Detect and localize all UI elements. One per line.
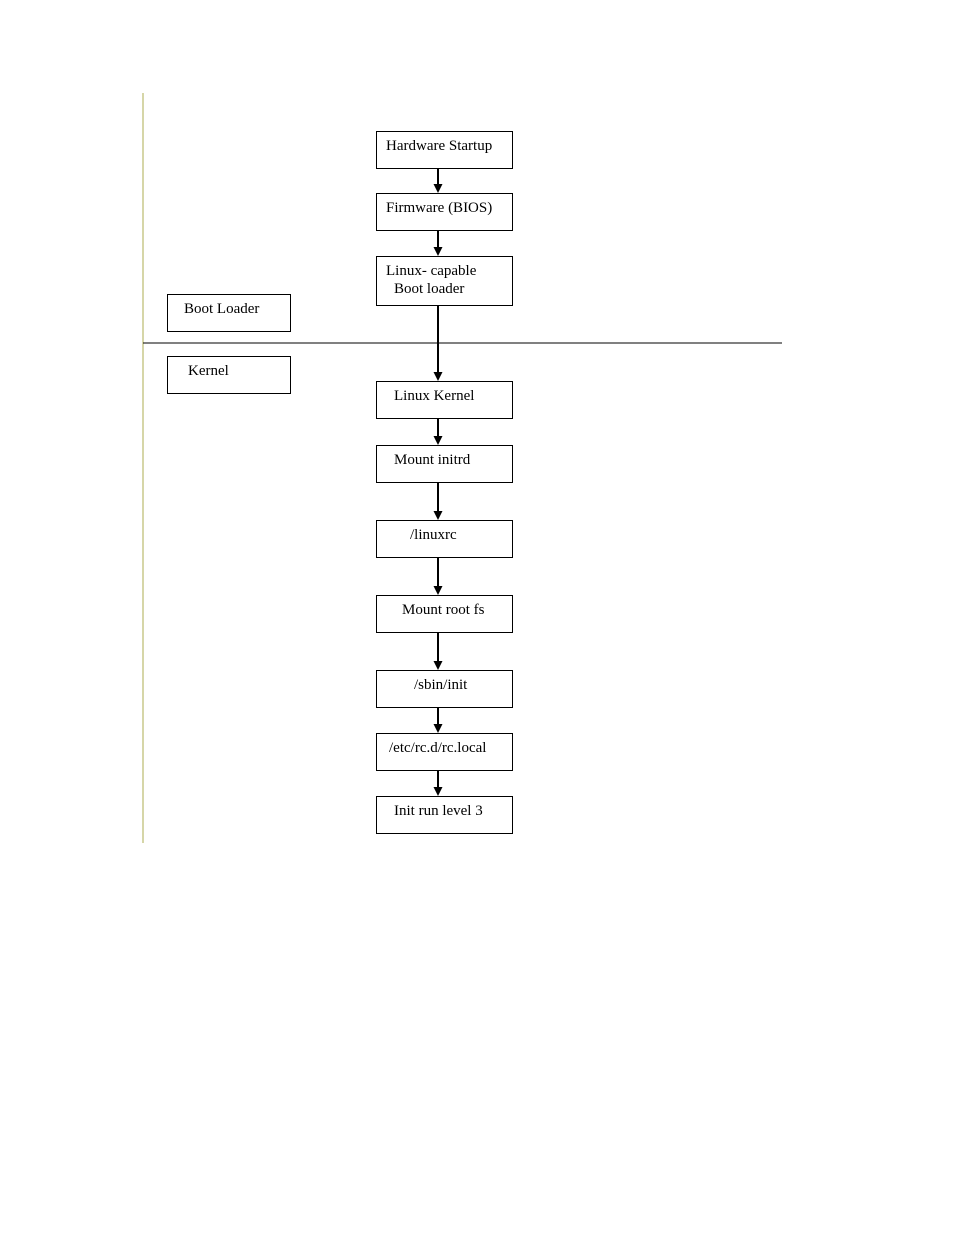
- step-label: Init run level 3: [394, 803, 483, 819]
- section-box-boot-loader: Boot Loader: [168, 295, 291, 332]
- step-box-hardware-startup: Hardware Startup: [377, 132, 513, 169]
- connector-etc-rc-local-to-init-run-level-3: [434, 771, 443, 796]
- step-box-mount-root-fs: Mount root fs: [377, 596, 513, 633]
- step-box-etc-rc-local: /etc/rc.d/rc.local: [377, 734, 513, 771]
- arrowhead-icon: [434, 511, 443, 520]
- section-box-border: [168, 357, 291, 394]
- section-box-kernel: Kernel: [168, 357, 291, 394]
- connector-hardware-startup-to-firmware-bios: [434, 169, 443, 193]
- arrowhead-icon: [434, 372, 443, 381]
- connector-firmware-bios-to-linux-capable-boot-loader: [434, 231, 443, 256]
- step-label: Mount root fs: [402, 602, 485, 618]
- step-box-init-run-level-3: Init run level 3: [377, 797, 513, 834]
- step-label: Boot loader: [394, 281, 464, 297]
- arrowhead-icon: [434, 661, 443, 670]
- step-label: Linux Kernel: [394, 388, 474, 404]
- arrowhead-icon: [434, 724, 443, 733]
- step-label: /etc/rc.d/rc.local: [389, 740, 486, 756]
- arrowhead-icon: [434, 184, 443, 193]
- arrowhead-icon: [434, 787, 443, 796]
- step-box-firmware-bios: Firmware (BIOS): [377, 194, 513, 231]
- step-box-linuxrc: /linuxrc: [377, 521, 513, 558]
- step-box-linux-kernel: Linux Kernel: [377, 382, 513, 419]
- section-label: Kernel: [188, 363, 229, 379]
- arrowhead-icon: [434, 247, 443, 256]
- step-label: Firmware (BIOS): [386, 200, 492, 216]
- section-label: Boot Loader: [184, 301, 259, 317]
- arrowhead-icon: [434, 436, 443, 445]
- step-label: /sbin/init: [414, 677, 468, 693]
- connector-sbin-init-to-etc-rc-local: [434, 708, 443, 733]
- step-label: /linuxrc: [410, 527, 457, 543]
- step-box-sbin-init: /sbin/init: [377, 671, 513, 708]
- step-label: Linux- capable: [386, 263, 477, 279]
- step-label: Hardware Startup: [386, 138, 492, 154]
- step-label: Mount initrd: [394, 452, 471, 468]
- connector-linuxrc-to-mount-root-fs: [434, 558, 443, 595]
- connector-linux-kernel-to-mount-initrd: [434, 419, 443, 445]
- connector-mount-initrd-to-linuxrc: [434, 483, 443, 520]
- arrowhead-icon: [434, 586, 443, 595]
- connector-mount-root-fs-to-sbin-init: [434, 633, 443, 670]
- step-box-mount-initrd: Mount initrd: [377, 446, 513, 483]
